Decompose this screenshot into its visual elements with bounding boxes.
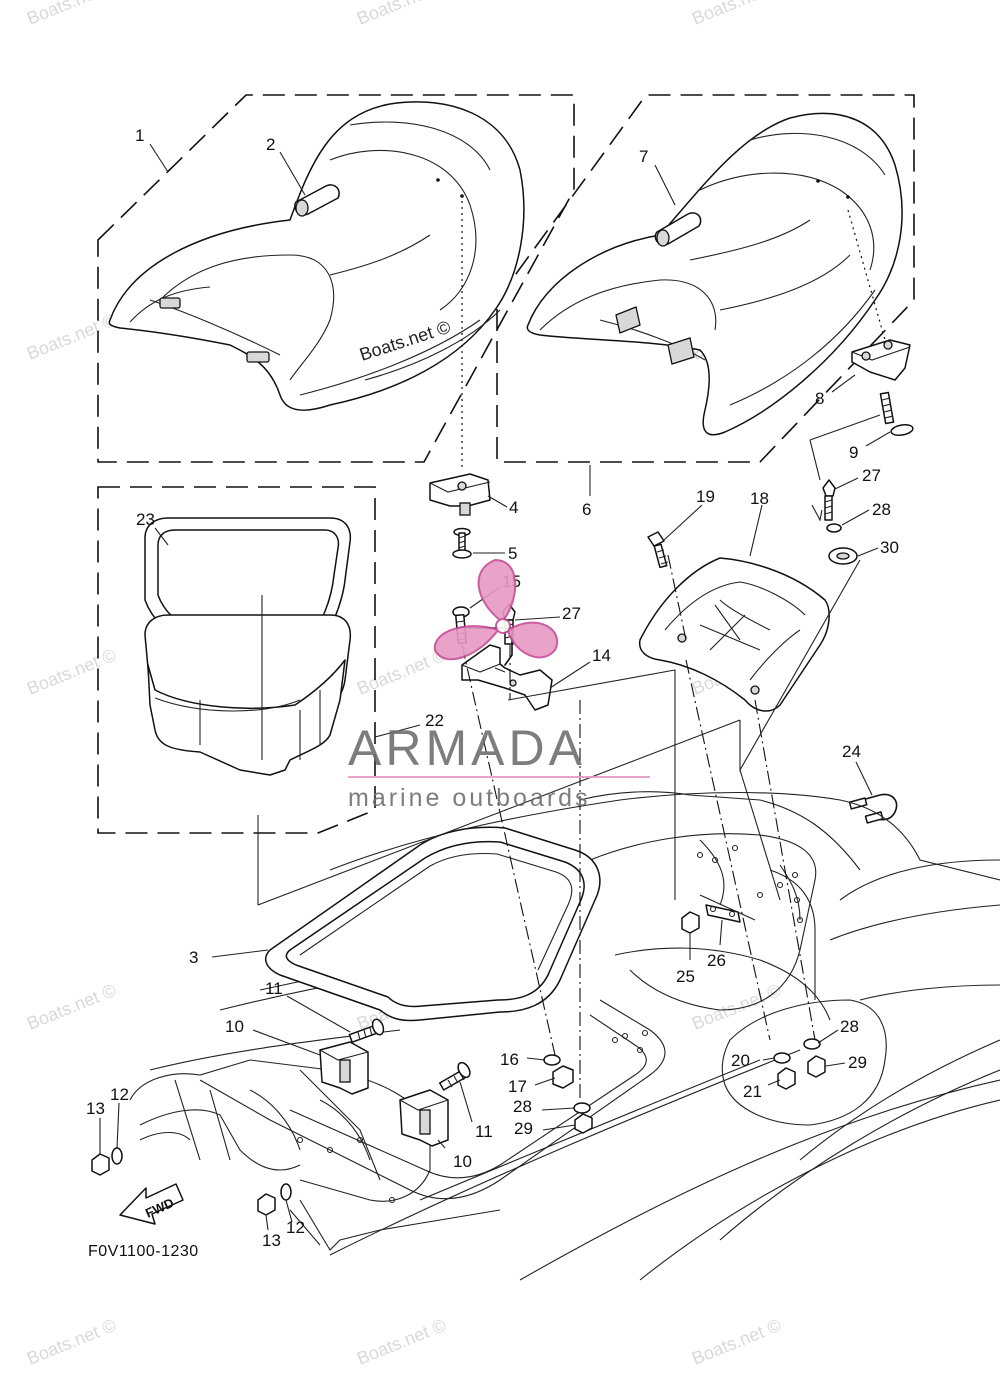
bracket-14 (461, 644, 553, 711)
hull-deck (129, 791, 1000, 1281)
callout-22: 22 (425, 711, 444, 730)
callout-9: 9 (849, 443, 858, 462)
callout-28c: 28 (840, 1017, 859, 1036)
callout-30: 30 (880, 538, 899, 557)
watermark: Boats.net © (354, 0, 449, 29)
bolt-9 (879, 391, 914, 437)
bracket-8 (851, 339, 911, 381)
callout-3: 3 (189, 948, 198, 967)
callout-7: 7 (639, 147, 648, 166)
mount-10-upper (319, 1041, 369, 1095)
storage-box (144, 517, 352, 776)
callout-2: 2 (266, 135, 275, 154)
watermark: Boats.net © (689, 1315, 784, 1369)
callout-10b: 10 (453, 1152, 472, 1171)
seat-gasket-3 (264, 826, 601, 1022)
watermark: Boats.net © (24, 980, 119, 1034)
callout-1: 1 (135, 126, 144, 145)
watermark: Boats.net © (24, 310, 119, 364)
callout-21: 21 (743, 1082, 762, 1101)
callout-29a: 29 (514, 1119, 533, 1138)
u-bolt-24 (848, 793, 898, 824)
callout-5: 5 (508, 544, 517, 563)
callout-11b: 11 (475, 1122, 493, 1141)
callout-23: 23 (136, 510, 155, 529)
bolt-19 (647, 531, 669, 569)
watermark: Boats.net © (24, 0, 119, 29)
callouts: 1 2 3 4 5 6 7 8 9 10 10 11 11 12 12 13 1 (86, 126, 899, 1250)
callout-11a: 11 (265, 979, 283, 998)
callout-12b: 12 (286, 1218, 305, 1237)
callout-13b: 13 (262, 1231, 281, 1250)
watermark: Boats.net © (354, 1315, 449, 1369)
cup-holder-18 (638, 557, 830, 712)
callout-27a: 27 (562, 604, 581, 623)
bolt-11-upper (348, 1018, 385, 1043)
callout-17: 17 (508, 1077, 527, 1096)
propeller-blade (506, 621, 558, 659)
fwd-arrow: FWD (119, 1183, 184, 1225)
callout-6: 6 (582, 500, 591, 519)
propeller-blade (433, 625, 500, 661)
stud-27-right (822, 479, 836, 521)
propeller-blade (477, 558, 517, 622)
bolt-11-lower (438, 1061, 471, 1091)
deck-edge (779, 864, 801, 921)
diagram-code: F0V1100-1230 (88, 1243, 199, 1260)
bracket-4 (429, 473, 491, 516)
washer-28-right (826, 523, 842, 533)
watermark: Boats.net © (689, 0, 784, 29)
watermark: Boats.net © (354, 645, 449, 699)
group-frames (97, 94, 915, 834)
detail-circle (721, 999, 887, 1126)
callout-13a: 13 (86, 1099, 105, 1118)
callout-18: 18 (750, 489, 769, 508)
callout-29b: 29 (848, 1053, 867, 1072)
callout-28b: 28 (513, 1097, 532, 1116)
callout-19: 19 (696, 487, 715, 506)
bolt-5 (452, 527, 472, 559)
callout-8: 8 (815, 389, 824, 408)
watermark: Boats.net © (24, 645, 119, 699)
mount-10-lower (399, 1089, 449, 1147)
armada-logo: ARMADA marine outboards (348, 558, 650, 812)
watermark: Boats.net © (24, 1315, 119, 1369)
callout-16: 16 (500, 1050, 519, 1069)
front-seat (108, 101, 525, 411)
propeller-hub (495, 618, 511, 634)
grab-handle-front (294, 184, 340, 217)
grommet-30 (828, 547, 858, 565)
callout-4: 4 (509, 498, 518, 517)
front-seat-frame (97, 94, 575, 463)
storage-box-frame (97, 486, 376, 834)
callout-25: 25 (676, 967, 695, 986)
callout-14: 14 (592, 646, 611, 665)
nuts-washers (91, 904, 826, 1216)
callout-28a: 28 (872, 500, 891, 519)
callout-10a: 10 (225, 1017, 244, 1036)
brand-tagline: marine outboards (348, 784, 591, 812)
brand-name: ARMADA (348, 720, 586, 776)
callout-26: 26 (707, 951, 726, 970)
callout-12a: 12 (110, 1085, 129, 1104)
grab-handle-rear (654, 212, 702, 247)
callout-24: 24 (842, 742, 861, 761)
callout-20: 20 (731, 1051, 750, 1070)
callout-27b: 27 (862, 466, 881, 485)
rear-seat (526, 112, 903, 436)
